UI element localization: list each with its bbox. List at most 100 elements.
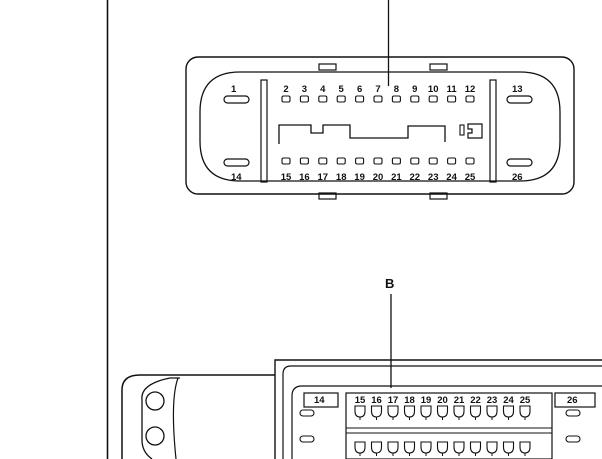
pin-cell xyxy=(486,405,498,420)
connector-b-housing xyxy=(274,359,602,459)
pin-label-19: 19 xyxy=(354,172,365,183)
pin-label-1: 1 xyxy=(231,84,237,95)
pin-cell xyxy=(486,441,498,456)
pin-label-18: 18 xyxy=(336,172,347,183)
pin-slot-b-14b xyxy=(299,435,315,443)
pin-slot-b-26b xyxy=(565,435,581,443)
connector-a-top-pin-slots xyxy=(281,95,475,103)
pin-cell xyxy=(469,405,482,420)
connector-b-mounting-flange-inner xyxy=(141,377,180,459)
pin-slot-18 xyxy=(336,157,346,165)
connector-a-divider-left xyxy=(260,79,268,183)
pin-label-20: 20 xyxy=(373,172,384,183)
pin-label-26: 26 xyxy=(512,172,523,183)
pin-label-b-23: 23 xyxy=(487,395,498,406)
pin-label-9: 9 xyxy=(412,84,417,95)
pin-cell xyxy=(354,405,366,420)
pin-label-b-16: 16 xyxy=(371,395,382,406)
pin-cell xyxy=(354,441,366,456)
pin-label-b-25: 25 xyxy=(520,395,531,406)
connector-a-keying-pattern xyxy=(278,124,446,144)
connector-b-flange-edge xyxy=(172,377,179,459)
pin-label-b-26: 26 xyxy=(567,395,578,406)
pin-slot-26 xyxy=(506,158,533,167)
connector-a-housing xyxy=(185,56,575,195)
pin-cell xyxy=(502,405,515,420)
pin-cell xyxy=(519,441,531,456)
latch-tab xyxy=(318,63,337,71)
pin-label-b-24: 24 xyxy=(503,395,514,406)
latch-tab xyxy=(318,192,337,200)
pin-slot-10 xyxy=(428,95,438,103)
pin-slot-11 xyxy=(447,95,457,103)
pin-label-14: 14 xyxy=(231,172,242,183)
pin-label-b-19: 19 xyxy=(421,395,432,406)
connector-b-inner-body xyxy=(291,385,602,459)
pin-slot-17 xyxy=(318,157,328,165)
pin-label-15: 15 xyxy=(281,172,292,183)
pin-slot-16 xyxy=(299,157,309,165)
connector-b-end-block-26 xyxy=(554,392,596,408)
pin-label-8: 8 xyxy=(394,84,399,95)
pin-slot-9 xyxy=(410,95,420,103)
pin-slot-4 xyxy=(318,95,328,103)
pin-label-b-20: 20 xyxy=(437,395,448,406)
pin-label-6: 6 xyxy=(357,84,362,95)
pin-cell xyxy=(519,405,531,420)
pin-slot-14 xyxy=(223,158,250,167)
pin-cell xyxy=(436,441,449,456)
pin-cell xyxy=(370,405,383,420)
pin-cell xyxy=(403,441,416,456)
pin-label-24: 24 xyxy=(446,172,457,183)
pin-cell xyxy=(453,441,465,456)
pin-label-11: 11 xyxy=(447,84,458,95)
pin-label-7: 7 xyxy=(375,84,380,95)
connector-a-key-slot xyxy=(459,124,465,136)
pin-cell xyxy=(370,441,383,456)
connector-a-top-pin-labels: 2 3 4 5 6 7 8 9 10 11 12 xyxy=(283,84,475,95)
latch-tab xyxy=(429,63,448,71)
pin-label-2: 2 xyxy=(283,84,288,95)
pin-slot-7 xyxy=(373,95,383,103)
pin-slot-21 xyxy=(391,157,401,165)
pin-slot-b-26a xyxy=(565,409,581,417)
mounting-hole xyxy=(145,426,165,446)
pin-cell xyxy=(469,441,482,456)
pin-slot-6 xyxy=(355,95,365,103)
pin-label-17: 17 xyxy=(318,172,329,183)
connector-b-mounting-flange xyxy=(121,374,275,459)
pin-label-4: 4 xyxy=(320,84,326,95)
pin-cell xyxy=(420,441,432,456)
pin-label-3: 3 xyxy=(302,84,307,95)
pin-label-12: 12 xyxy=(465,84,476,95)
pin-label-10: 10 xyxy=(428,84,439,95)
pin-label-16: 16 xyxy=(299,172,310,183)
latch-tab xyxy=(429,192,448,200)
pin-slot-2 xyxy=(281,95,291,103)
pin-cell xyxy=(403,405,416,420)
pin-slot-15 xyxy=(281,157,291,165)
connector-b-center-block xyxy=(345,392,553,459)
pin-cell xyxy=(387,441,399,456)
pin-label-b-22: 22 xyxy=(470,395,481,406)
pin-slot-3 xyxy=(299,95,309,103)
pin-slot-13 xyxy=(506,95,533,104)
pin-slot-22 xyxy=(410,157,420,165)
pin-label-23: 23 xyxy=(428,172,439,183)
pin-label-b-15: 15 xyxy=(355,395,366,406)
pin-label-b-14: 14 xyxy=(314,395,325,406)
pin-slot-23 xyxy=(428,157,438,165)
connector-a-divider-right xyxy=(489,79,497,183)
connector-a-key-tab xyxy=(467,123,483,139)
connector-a-inner-body xyxy=(199,71,561,182)
mounting-hole xyxy=(145,391,165,411)
pin-slot-19 xyxy=(355,157,365,165)
pin-cell xyxy=(387,405,399,420)
pin-label-22: 22 xyxy=(410,172,421,183)
pin-slot-5 xyxy=(336,95,346,103)
pin-slot-24 xyxy=(447,157,457,165)
pin-label-5: 5 xyxy=(339,84,345,95)
connector-b-end-block-14 xyxy=(303,392,339,408)
